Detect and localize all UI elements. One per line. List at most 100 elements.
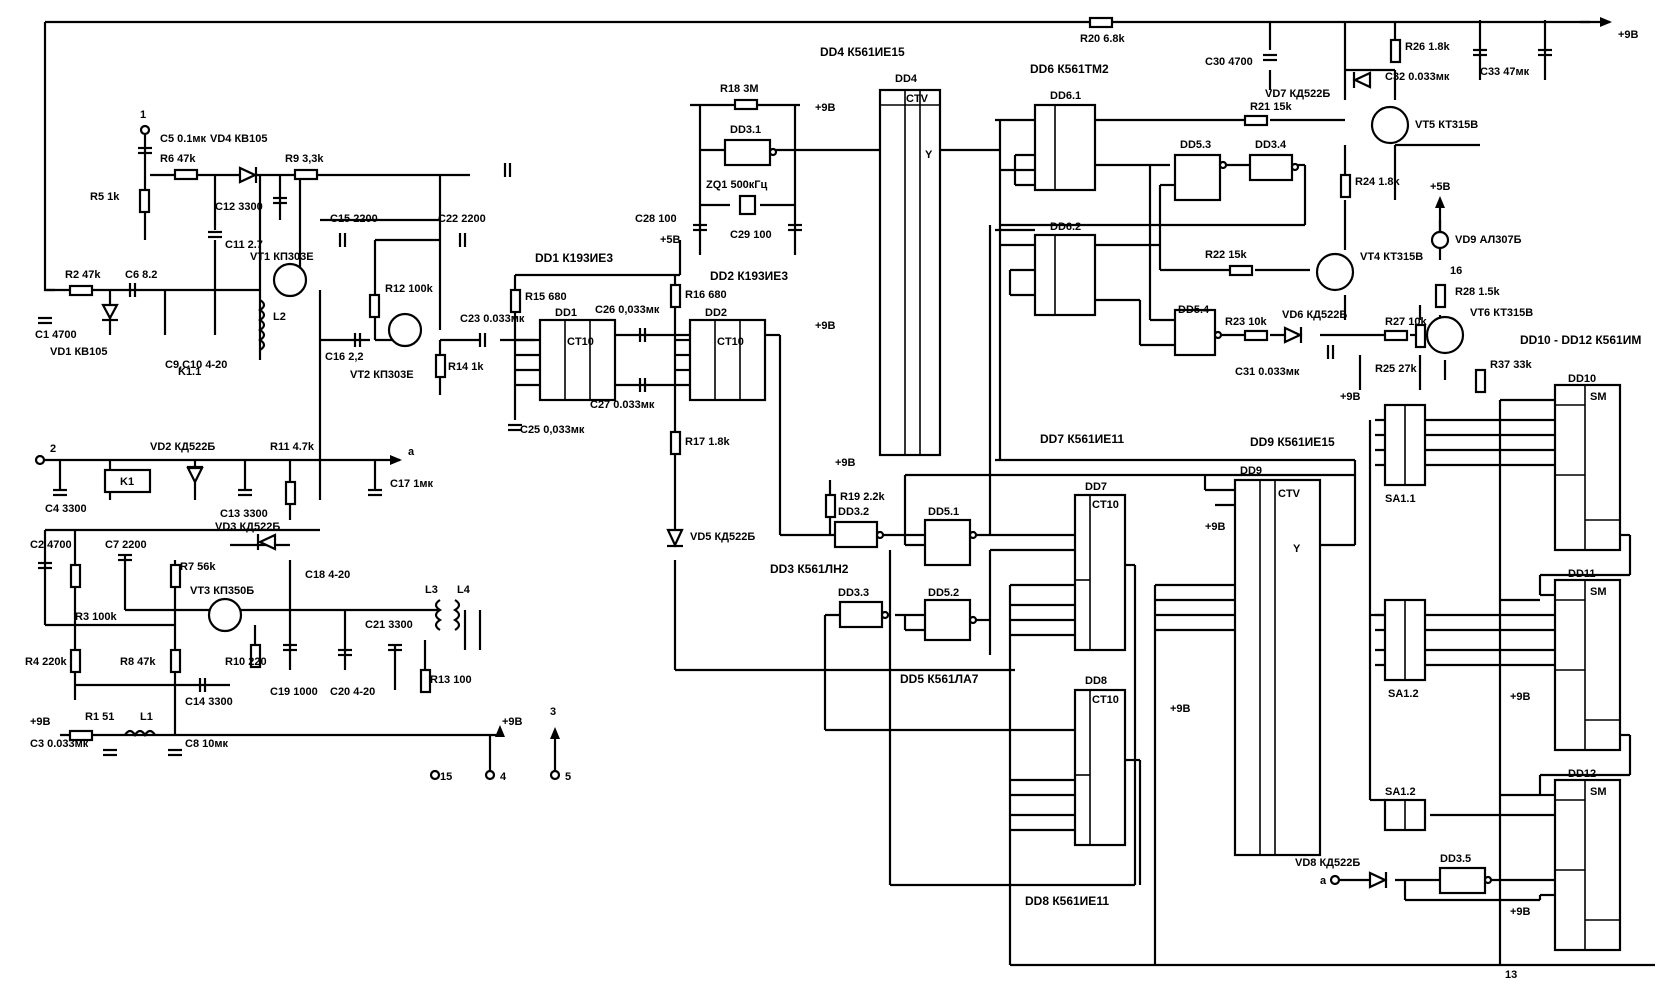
sa1-2a-label: SA1.2 bbox=[1388, 688, 1419, 700]
dd1-func: CT10 bbox=[567, 336, 594, 348]
label-r10: R10 220 bbox=[225, 656, 267, 668]
zq1-label: ZQ1 500кГц bbox=[706, 179, 768, 191]
gate-dd3-3 bbox=[838, 600, 890, 629]
label-r13: R13 100 bbox=[430, 674, 472, 686]
label-c17: C17 1мк bbox=[390, 478, 433, 490]
vd4-label: VD4 КВ105 bbox=[210, 133, 267, 145]
vd1-label: VD1 КВ105 bbox=[50, 346, 107, 358]
label-r14: R14 1k bbox=[448, 361, 484, 373]
label-c25: C25 0,033мк bbox=[520, 424, 585, 436]
dd9-title: DD9 К561ИЕ15 bbox=[1250, 435, 1335, 449]
dd7-func: CT10 bbox=[1092, 499, 1119, 511]
terminal-4-label: 4 bbox=[500, 771, 507, 783]
dd1-label: DD1 bbox=[555, 307, 577, 319]
dd6-2-label: DD6.2 bbox=[1050, 221, 1081, 233]
label-r20: R20 6.8k bbox=[1080, 33, 1126, 45]
dd3-title: DD3 К561ЛН2 bbox=[770, 562, 849, 576]
k1-1-label: K1.1 bbox=[178, 366, 201, 378]
misc-labels: K1 K1.1 L1 L2 L3 L4 SA1.1 SA1.2 SA1.2 DD… bbox=[50, 90, 1517, 981]
dd7-title: DD7 К561ИЕ11 bbox=[1040, 432, 1124, 446]
dd3-5-label: DD3.5 bbox=[1440, 853, 1471, 865]
vt5-label: VT5 КТ315В bbox=[1415, 119, 1478, 131]
supply-dd3: +9В bbox=[835, 457, 856, 469]
dd9-func: CTV bbox=[1278, 488, 1301, 500]
vd9-label: VD9 АЛ307Б bbox=[1455, 234, 1522, 246]
vd2-label: VD2 КД522Б bbox=[150, 441, 215, 453]
dd3-1-label: DD3.1 bbox=[730, 124, 761, 136]
label-c33: C33 47мк bbox=[1480, 66, 1530, 78]
label-r28: R28 1.5k bbox=[1455, 286, 1501, 298]
semiconductor-labels: VD1 КВ105 VD2 КД522Б VD3 КД522Б VD4 КВ10… bbox=[50, 88, 1533, 869]
label-r26: R26 1.8k bbox=[1405, 41, 1451, 53]
node-a-2: a bbox=[1320, 875, 1327, 887]
ic-dd6-2 bbox=[1033, 233, 1097, 317]
dd6-1-label: DD6.1 bbox=[1050, 90, 1081, 102]
gate-dd5-4 bbox=[1173, 308, 1223, 357]
vt6-label: VT6 КТ315В bbox=[1470, 307, 1533, 319]
dd8-title: DD8 К561ИЕ11 bbox=[1025, 894, 1109, 908]
gate-dd3-2 bbox=[833, 520, 885, 549]
k1-label: K1 bbox=[120, 476, 134, 488]
label-c11: C11 2.7 bbox=[225, 239, 263, 251]
label-c28: C28 100 bbox=[635, 213, 677, 225]
dd11-func: SM bbox=[1590, 586, 1607, 598]
supply-9v-r25: +9В bbox=[1340, 391, 1361, 403]
label-c18: C18 4-20 bbox=[305, 569, 350, 581]
ic-dd10 bbox=[1553, 383, 1622, 552]
vt1-label: VT1 КП303Е bbox=[250, 251, 314, 263]
label-r15: R15 680 bbox=[525, 291, 567, 303]
label-c4: C4 3300 bbox=[45, 503, 87, 515]
label-r2: R2 47k bbox=[65, 269, 101, 281]
label-c30: C30 4700 bbox=[1205, 56, 1253, 68]
label-c20: C20 4-20 bbox=[330, 686, 375, 698]
label-c26: C26 0,033мк bbox=[595, 304, 660, 316]
label-r5: R5 1k bbox=[90, 191, 120, 203]
vt5-body bbox=[1370, 105, 1410, 145]
dd11-label: DD11 bbox=[1568, 568, 1596, 580]
ic-dd12 bbox=[1553, 778, 1622, 952]
label-r23: R23 10k bbox=[1225, 316, 1267, 328]
dd12-func: SM bbox=[1590, 786, 1607, 798]
label-r9: R9 3,3k bbox=[285, 153, 324, 165]
vd6-label: VD6 КД522Б bbox=[1282, 309, 1347, 321]
dd10-func: SM bbox=[1590, 391, 1607, 403]
gate-dd5-1 bbox=[923, 518, 978, 567]
sa1-2b-label: SA1.2 bbox=[1385, 786, 1416, 798]
dd10-12-title: DD10 - DD12 К561ИМ bbox=[1520, 333, 1641, 347]
dd4-out: Y bbox=[925, 149, 933, 161]
ic-dd11 bbox=[1553, 578, 1622, 752]
supply-dd9-b: +9В bbox=[1170, 703, 1191, 715]
supply-labels: +9В +9В +9В +5В +9В +9В +9В +5В +9В +9В … bbox=[30, 29, 1639, 918]
dd4-title: DD4 К561ИЕ15 bbox=[820, 45, 905, 59]
dd2-func: CT10 bbox=[717, 336, 744, 348]
inductor-symbols bbox=[124, 299, 461, 738]
l2-label: L2 bbox=[273, 311, 286, 323]
supply-dd4-b: +9В bbox=[815, 320, 836, 332]
label-r3: R3 100k bbox=[75, 611, 117, 623]
supply-dd9-a: +9В bbox=[1205, 521, 1226, 533]
label-c3: C3 0.033мк bbox=[30, 738, 89, 750]
vd3-label: VD3 КД522Б bbox=[215, 521, 280, 533]
dd3-2-label: DD3.2 bbox=[838, 506, 869, 518]
supply-dd12: +9В bbox=[1510, 906, 1531, 918]
switch-sa1-1 bbox=[1383, 403, 1427, 487]
terminal-16-label: 16 bbox=[1450, 265, 1462, 277]
label-c23: C23 0.033мк bbox=[460, 313, 525, 325]
ic-dd4 bbox=[878, 88, 942, 457]
dd7-label: DD7 bbox=[1085, 481, 1107, 493]
terminal-2-label: 2 bbox=[50, 443, 56, 455]
label-c29: C29 100 bbox=[730, 229, 772, 241]
label-r4: R4 220k bbox=[25, 656, 67, 668]
capacitor-symbols bbox=[38, 48, 1552, 757]
label-c22: C22 2200 bbox=[438, 213, 486, 225]
label-r6: R6 47k bbox=[160, 153, 196, 165]
label-c2: C2 4700 bbox=[30, 539, 72, 551]
vd5-label: VD5 КД522Б bbox=[690, 531, 755, 543]
vt2-body bbox=[387, 312, 423, 348]
vd7-label: VD7 КД522Б bbox=[1265, 88, 1330, 100]
gate-dd5-2 bbox=[923, 598, 978, 642]
ic-dd8 bbox=[1073, 688, 1127, 847]
label-r18: R18 3M bbox=[720, 83, 759, 95]
label-c7: C7 2200 bbox=[105, 539, 147, 551]
ic-dd2 bbox=[688, 318, 767, 402]
